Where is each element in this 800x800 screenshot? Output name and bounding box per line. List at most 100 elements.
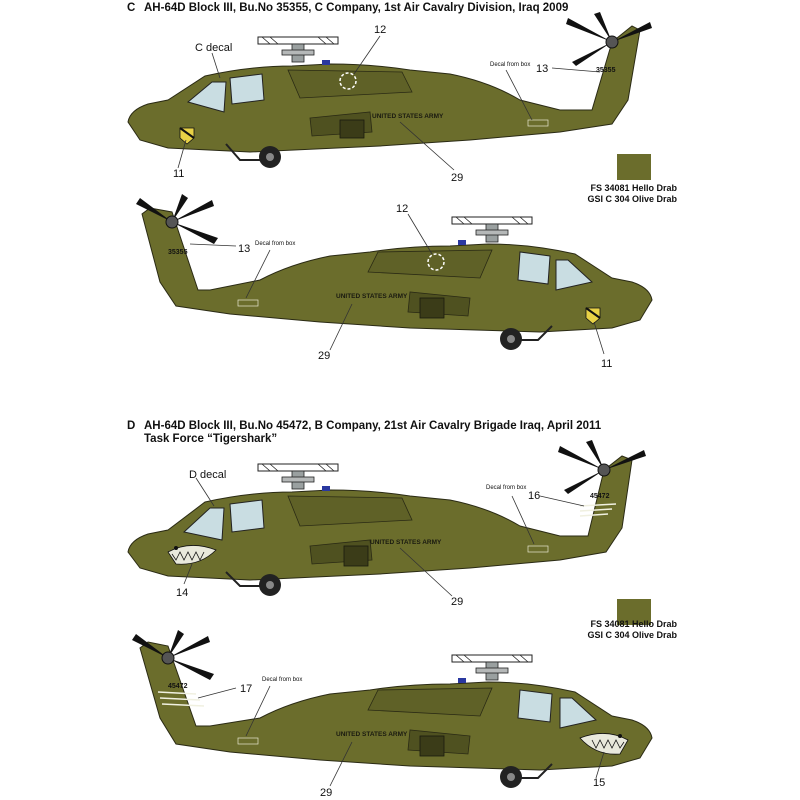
canopy-front <box>182 507 225 541</box>
callout-15: 15 <box>593 777 606 789</box>
leader-16 <box>539 495 585 507</box>
leader-decal-box <box>511 495 535 545</box>
callout-11-top: 11 <box>173 168 185 180</box>
tail-rotor-blades <box>132 630 214 680</box>
leader-d-decal <box>195 477 215 507</box>
swatch-d-line1: FS 34081 Hello Drab <box>590 619 677 629</box>
scheme-c-title: AH-64D Block III, Bu.No 35355, C Company… <box>144 2 569 14</box>
weapon-pylon <box>419 735 445 757</box>
leader-c-decal <box>211 52 221 79</box>
main-landing-gear <box>500 763 553 788</box>
callout-29-d-top: 29 <box>451 596 464 608</box>
main-rotor-hub <box>257 36 339 63</box>
leader-decal-box <box>245 249 271 299</box>
small-decal-plate <box>237 299 259 307</box>
callout-12-top: 12 <box>374 24 387 36</box>
main-rotor-hub <box>257 463 339 490</box>
callout-12-bottom: 12 <box>396 203 409 215</box>
callout-29-top: 29 <box>451 172 464 184</box>
tail-serial: 45472 <box>168 683 188 690</box>
main-landing-gear <box>500 325 553 350</box>
insignia-disc <box>427 253 445 271</box>
engine-nacelle <box>367 687 493 717</box>
shark-mouth <box>579 733 629 755</box>
tail-rotor-blades <box>558 440 646 494</box>
callout-decal-box-top: Decal from box <box>490 62 531 68</box>
scheme-d-right-view: 45472 UNITED STATES ARMY <box>0 622 800 800</box>
small-decal-plate <box>237 737 259 745</box>
canopy-front <box>555 259 594 291</box>
beacon <box>322 60 330 65</box>
scheme-d-heading: D AH-64D Block III, Bu.No 45472, B Compan… <box>127 420 601 432</box>
leader-15 <box>595 751 605 779</box>
helicopter-left-profile: 45472 UNITED STATES ARMY <box>127 440 646 597</box>
small-decal-plate <box>527 119 549 127</box>
callout-d-decal: D decal <box>189 469 227 481</box>
hull-lettering: UNITED STATES ARMY <box>370 539 442 546</box>
canopy-rear <box>229 499 265 533</box>
swatch-label-c: FS 34081 Hello Drab GSI C 304 Olive Drab <box>587 183 677 205</box>
hull-lettering: UNITED STATES ARMY <box>336 731 408 738</box>
callout-17: 17 <box>240 683 253 695</box>
color-swatch-c <box>617 154 651 180</box>
callout-decal-box-bottom: Decal from box <box>255 241 296 247</box>
callout-29-bottom: 29 <box>318 350 331 362</box>
engine-nacelle <box>287 69 413 99</box>
insignia-disc <box>339 72 357 90</box>
tail-serial: 35355 <box>596 67 616 74</box>
canopy-rear <box>229 73 265 105</box>
leader-29 <box>329 741 353 787</box>
color-swatch-d <box>617 599 651 625</box>
scheme-d-left-view: 45472 UNITED STATES ARMY <box>0 440 800 610</box>
leader-29 <box>399 547 453 597</box>
leader-decal-box <box>245 685 271 737</box>
beacon <box>322 486 330 491</box>
hull-lettering: UNITED STATES ARMY <box>336 293 408 300</box>
main-landing-gear <box>225 143 281 168</box>
leader-11 <box>177 139 187 169</box>
canopy-rear <box>517 689 553 723</box>
callout-16: 16 <box>528 490 541 502</box>
callout-decal-box-d-bottom: Decal from box <box>262 677 303 683</box>
hull-lettering: UNITED STATES ARMY <box>372 113 444 120</box>
weapon-pylon <box>419 297 445 319</box>
callout-11-bottom: 11 <box>601 358 613 370</box>
engine-nacelle <box>367 249 493 279</box>
scheme-d-letter: D <box>127 420 136 432</box>
scheme-d-title: AH-64D Block III, Bu.No 45472, B Company… <box>144 420 602 432</box>
small-decal-plate <box>527 545 549 553</box>
main-rotor-hub <box>451 216 533 243</box>
main-landing-gear <box>225 571 281 596</box>
canopy-front <box>186 81 227 113</box>
leader-29 <box>399 121 455 171</box>
scheme-d-subtitle: Task Force “Tigershark” <box>144 433 278 445</box>
weapon-pylon <box>339 119 365 139</box>
tail-serial: 35355 <box>168 249 188 256</box>
tail-rotor-blades <box>566 12 652 66</box>
unit-badge <box>585 307 601 325</box>
leader-decal-box <box>505 69 533 121</box>
leader-12 <box>353 35 381 75</box>
swatch-c-line2: GSI C 304 Olive Drab <box>587 194 677 204</box>
helicopter-left-profile: 35355 UNITED STATES ARMY <box>127 12 652 171</box>
leader-13 <box>189 243 237 247</box>
leader-11 <box>593 321 605 355</box>
tail-stripes <box>157 691 205 707</box>
tail-rotor-blades <box>136 194 218 244</box>
callout-13-top: 13 <box>536 63 549 75</box>
beacon <box>458 240 466 245</box>
scheme-c-letter: C <box>127 2 136 14</box>
scheme-c-right-view: 35355 UNITED STATES ARMY <box>0 190 800 380</box>
engine-nacelle <box>287 495 413 527</box>
leader-29 <box>329 303 353 351</box>
tail-stripes <box>579 503 617 517</box>
swatch-d-line2: GSI C 304 Olive Drab <box>587 630 677 640</box>
scheme-c-left-view: 35355 UNITED STATES ARMY <box>0 0 800 190</box>
swatch-c-line1: FS 34081 Hello Drab <box>590 183 677 193</box>
leader-17 <box>197 687 237 699</box>
main-rotor-hub <box>451 654 533 681</box>
leader-13 <box>551 67 601 73</box>
callout-decal-box-d-top: Decal from box <box>486 485 527 491</box>
beacon <box>458 678 466 683</box>
scheme-c-heading: C AH-64D Block III, Bu.No 35355, C Compan… <box>127 2 568 14</box>
